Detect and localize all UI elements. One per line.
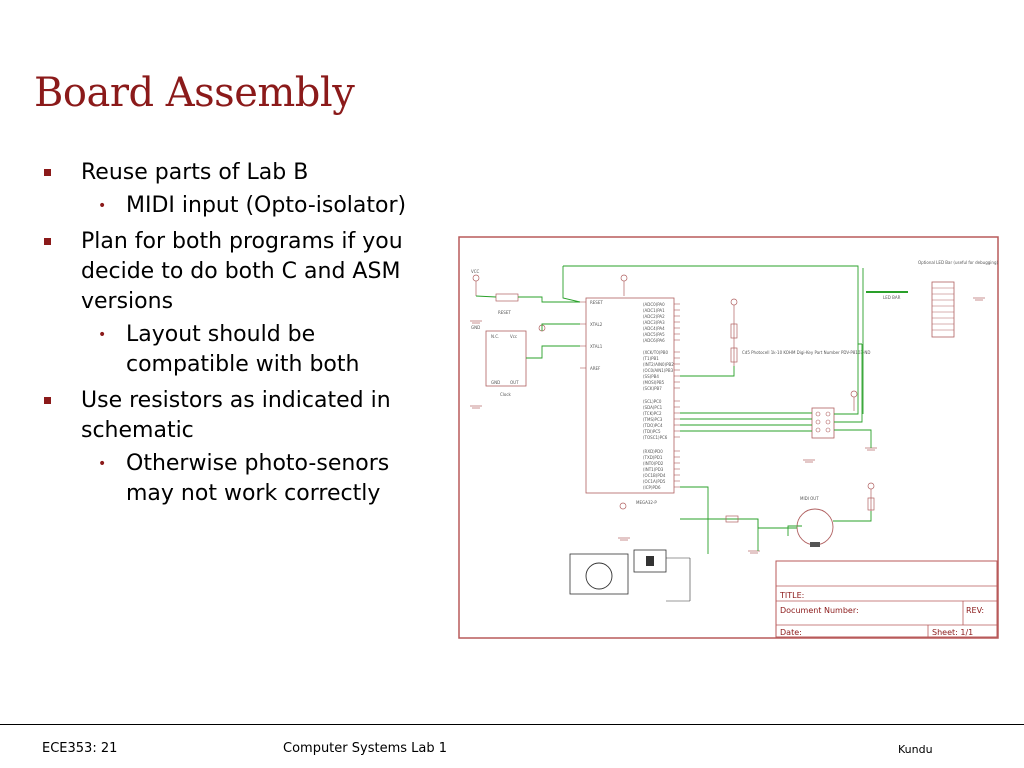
bullet-item: Plan for both programs if you decide to …: [40, 227, 440, 317]
reset-label: RESET: [498, 310, 511, 315]
dot-bullet-icon: •: [98, 327, 107, 343]
svg-text:(ADC3)PA3: (ADC3)PA3: [643, 320, 665, 325]
svg-text:(INT2/AIN0)PB2: (INT2/AIN0)PB2: [643, 362, 674, 367]
svg-text:GND: GND: [491, 380, 500, 385]
schematic-diagram: (ADC0)PA0(ADC1)PA1(ADC2)PA2 (ADC3)PA3(AD…: [458, 236, 999, 639]
header-connector: [811, 407, 835, 439]
svg-text:(INT1)PD3: (INT1)PD3: [643, 467, 664, 472]
clock-label: Clock: [500, 392, 512, 397]
dot-bullet-icon: •: [98, 198, 107, 214]
opto-isolator: [633, 549, 667, 573]
svg-text:(TMS)PC3: (TMS)PC3: [643, 417, 663, 422]
bullet-list: Reuse parts of Lab B • MIDI input (Opto-…: [40, 152, 440, 509]
svg-text:Vcc: Vcc: [510, 334, 517, 339]
sub-bullet-item: • MIDI input (Opto-isolator): [40, 191, 440, 221]
slide-title: Board Assembly: [34, 70, 355, 116]
svg-text:N.C.: N.C.: [491, 334, 499, 339]
svg-text:(ADC1)PA1: (ADC1)PA1: [643, 308, 665, 313]
microcontroller-chip: [585, 297, 675, 494]
bullet-item: Use resistors as indicated in schematic: [40, 386, 440, 446]
svg-text:(SCK)PB7: (SCK)PB7: [643, 386, 662, 391]
title-block-sheet: Sheet: 1/1: [932, 628, 973, 637]
svg-text:(TOSC1)PC6: (TOSC1)PC6: [643, 435, 668, 440]
title-block-date: Date:: [780, 628, 802, 637]
gnd-label: GND: [471, 325, 480, 330]
svg-text:RESET: RESET: [590, 300, 603, 305]
svg-text:(SS)PB4: (SS)PB4: [643, 374, 659, 379]
optional-led-bar-note: Optional LED Bar (useful for debugging): [918, 260, 998, 265]
svg-text:(ADC2)PA2: (ADC2)PA2: [643, 314, 665, 319]
svg-text:XTAL1: XTAL1: [590, 344, 603, 349]
title-block-title: TITLE:: [779, 591, 804, 600]
bullet-item: Reuse parts of Lab B: [40, 158, 440, 188]
midi-in-connector: [585, 562, 613, 590]
svg-text:OUT: OUT: [510, 380, 519, 385]
square-bullet-icon: [44, 397, 51, 404]
svg-text:(ADC5)PA5: (ADC5)PA5: [643, 332, 665, 337]
bullet-text: Plan for both programs if you decide to …: [81, 229, 403, 314]
vcc-label: VCC: [471, 269, 480, 274]
svg-text:(ADC6)PA6: (ADC6)PA6: [643, 338, 665, 343]
midi-out-label: MIDI OUT: [800, 496, 819, 501]
svg-text:(OC0/AIN1)PB3: (OC0/AIN1)PB3: [643, 368, 674, 373]
svg-text:(RXD)PD0: (RXD)PD0: [643, 449, 663, 454]
bullet-text: Use resistors as indicated in schematic: [81, 388, 391, 443]
square-bullet-icon: [44, 169, 51, 176]
svg-text:(OC1B)PD4: (OC1B)PD4: [643, 473, 666, 478]
sub-bullet-text: MIDI input (Opto-isolator): [126, 193, 407, 218]
title-block: [775, 560, 998, 638]
title-block-rev: REV:: [966, 606, 984, 615]
chip-label: MEGA32-P: [636, 500, 657, 505]
svg-text:(SDA)PC1: (SDA)PC1: [643, 405, 663, 410]
title-block-document-number: Document Number:: [780, 606, 859, 615]
svg-text:(TDO)PC4: (TDO)PC4: [643, 423, 663, 428]
footer-course: ECE353: 21: [42, 741, 118, 756]
svg-text:XTAL2: XTAL2: [590, 322, 603, 327]
led-bar-label: LED BAR: [883, 295, 901, 300]
svg-text:(SCL)PC0: (SCL)PC0: [643, 399, 662, 404]
square-bullet-icon: [44, 238, 51, 245]
sub-bullet-text: Otherwise photo-senors may not work corr…: [126, 451, 390, 506]
svg-text:(ICP)PD6: (ICP)PD6: [643, 485, 661, 490]
svg-text:(OC1A)PD5: (OC1A)PD5: [643, 479, 666, 484]
svg-text:(ADC4)PA4: (ADC4)PA4: [643, 326, 665, 331]
footer-divider: [0, 724, 1024, 725]
svg-text:(INT0)PD2: (INT0)PD2: [643, 461, 664, 466]
photocell-note: Cd5 Photocell 1k-10 KOHM Digi-Key Part N…: [742, 350, 870, 355]
footer-course-title: Computer Systems Lab 1: [283, 741, 448, 756]
svg-text:(TXD)PD1: (TXD)PD1: [643, 455, 663, 460]
svg-text:(T1)PB1: (T1)PB1: [643, 356, 659, 361]
svg-text:(ADC0)PA0: (ADC0)PA0: [643, 302, 665, 307]
bullet-text: Reuse parts of Lab B: [81, 160, 309, 185]
svg-text:(XCK/T0)PB0: (XCK/T0)PB0: [643, 350, 668, 355]
svg-text:(MOSI)PB5: (MOSI)PB5: [643, 380, 665, 385]
svg-text:(TCK)PC2: (TCK)PC2: [643, 411, 662, 416]
clock-oscillator: [485, 330, 527, 387]
sub-bullet-text: Layout should be compatible with both: [126, 322, 360, 377]
svg-text:AREF: AREF: [590, 366, 601, 371]
sub-bullet-item: • Layout should be compatible with both: [40, 320, 440, 380]
led-bar: [931, 281, 955, 338]
sub-bullet-item: • Otherwise photo-senors may not work co…: [40, 449, 440, 509]
svg-text:(TDI)PC5: (TDI)PC5: [643, 429, 661, 434]
dot-bullet-icon: •: [98, 456, 107, 472]
footer-author: Kundu: [898, 743, 933, 756]
